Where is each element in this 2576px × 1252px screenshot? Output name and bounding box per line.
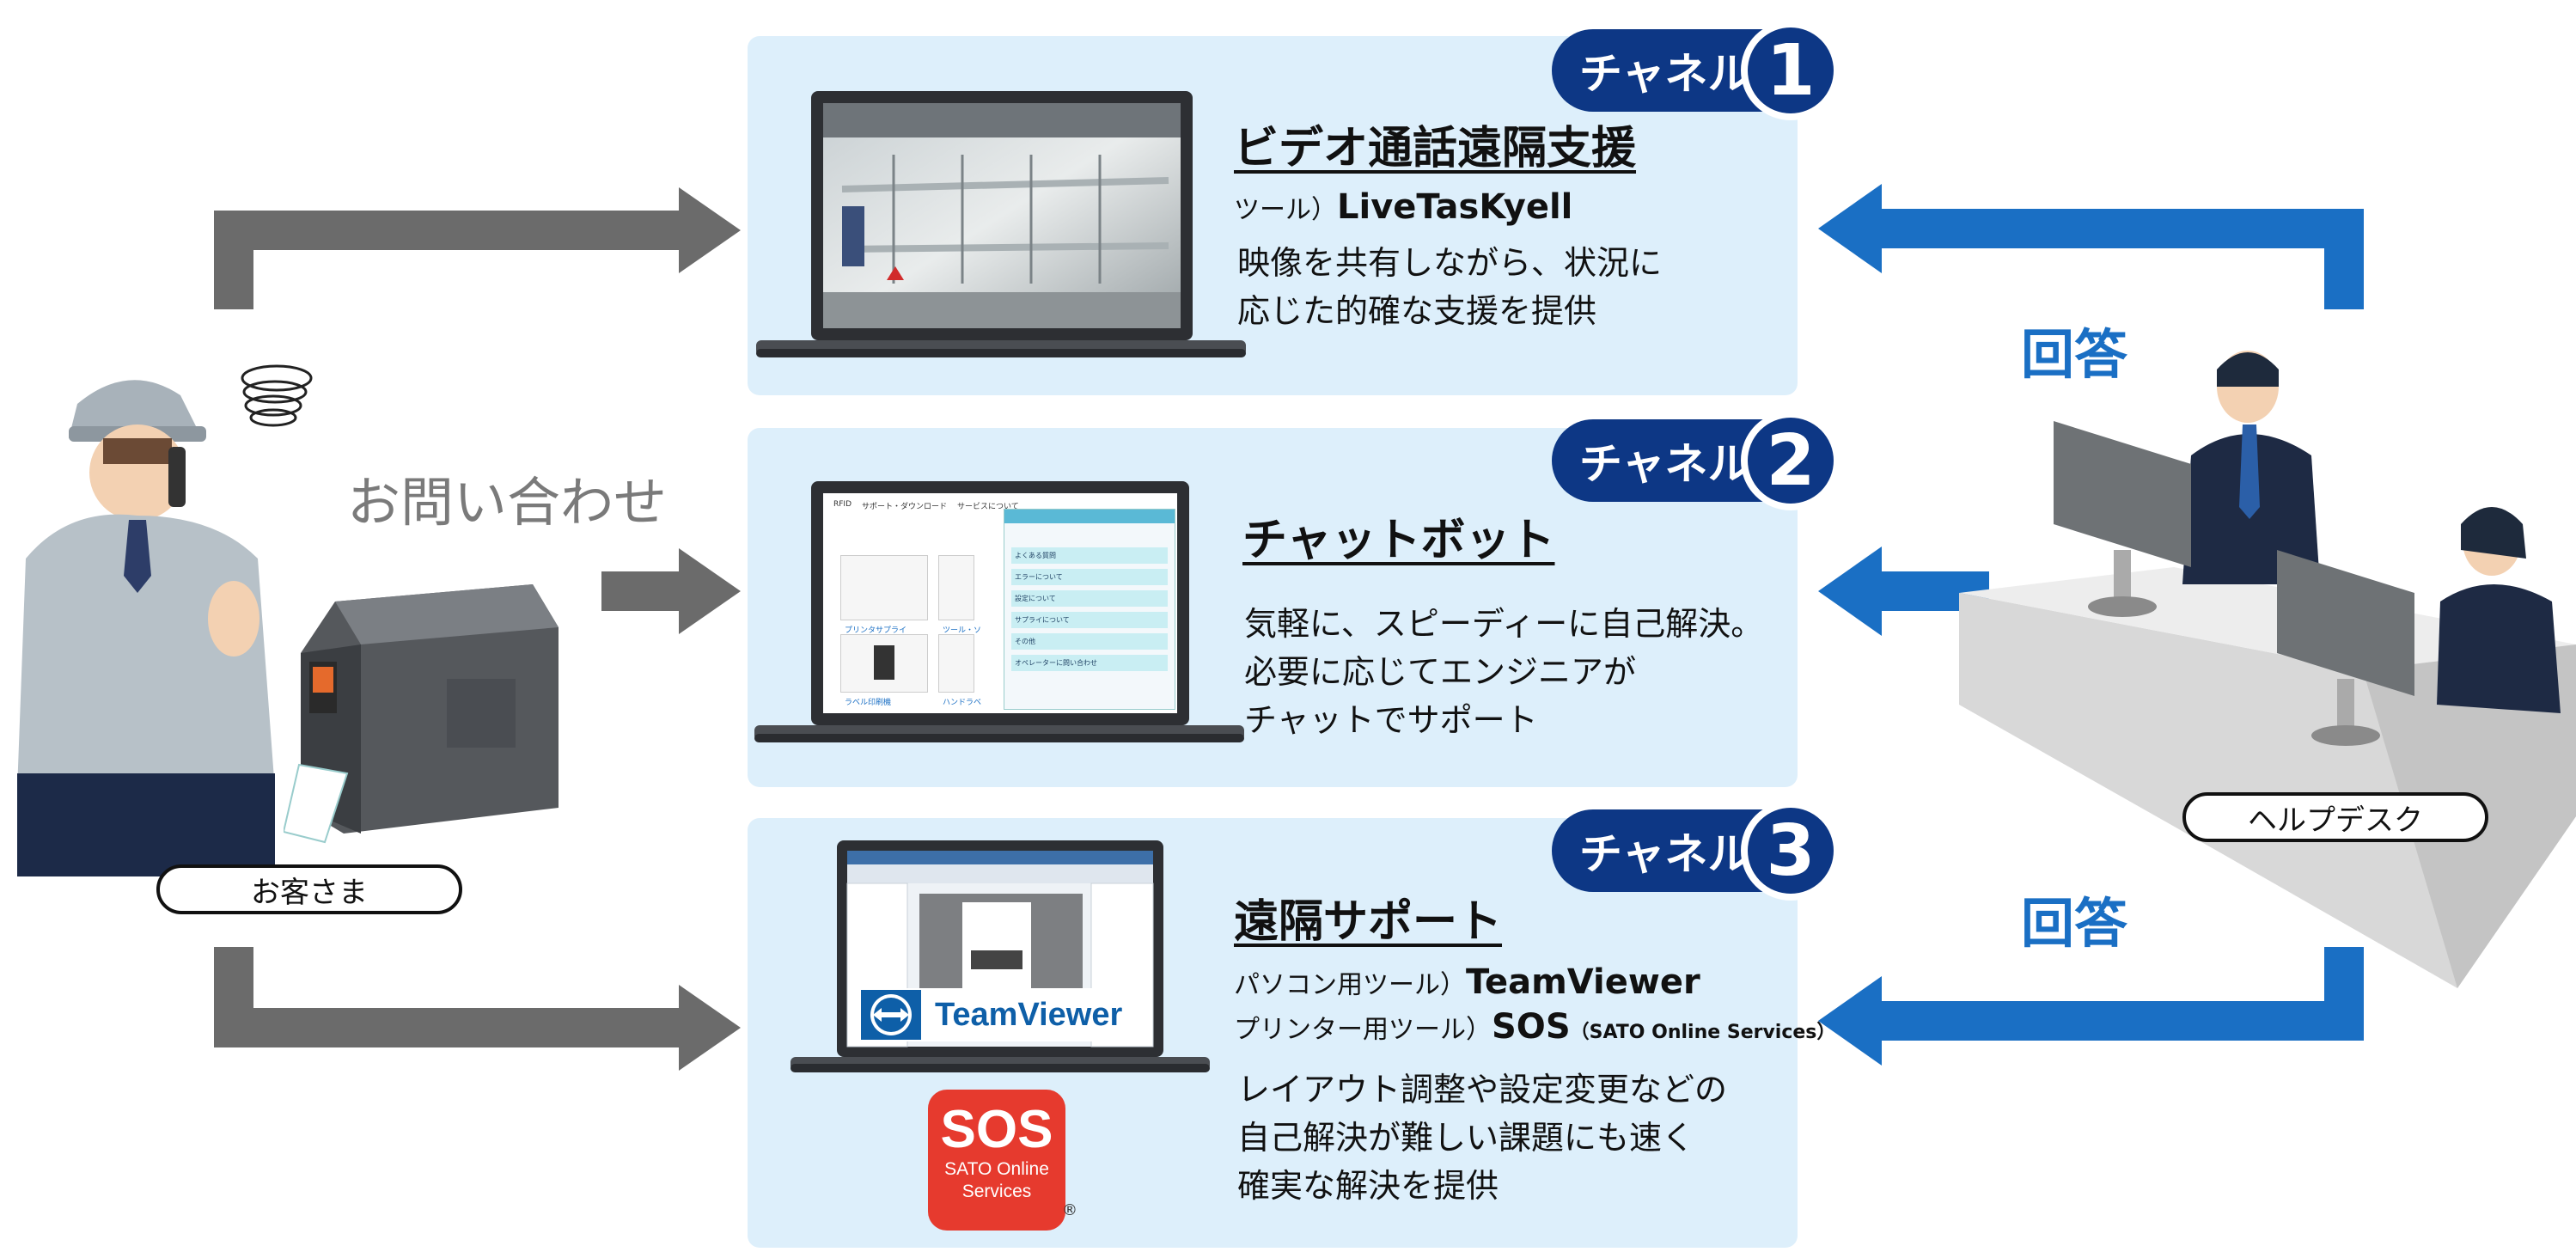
printer-thumb [874, 645, 894, 680]
card-label: プリンタサプライ [845, 626, 907, 635]
channel-3-tool-2: プリンター用ツール）SOS（SATO Online Services） [1234, 1007, 1835, 1047]
channel-badge-2: チャネル 2 [1552, 411, 1840, 510]
customer-illustration [17, 364, 313, 876]
product-card: ハンドラベ [938, 634, 981, 707]
card-label: ツール・ソ [943, 626, 982, 635]
chatbot-header [1004, 510, 1175, 523]
blue-arrowhead-1 [1818, 184, 1882, 273]
product-card: ツール・ソ [938, 555, 981, 635]
customer-label: お客さま [156, 864, 462, 914]
tool-prefix: プリンター用ツール） [1234, 1015, 1492, 1045]
description-line: 映像を共有しながら、状況に [1237, 244, 1663, 282]
channel-badge-label: チャネル [1579, 439, 1751, 489]
channel-badge-number: 2 [1741, 411, 1840, 510]
chatbot-bubbles: よくある質問 エラーについて 設定について サプライについて その他 オペレータ… [1004, 523, 1175, 671]
description-line: レイアウト調整や設定変更などの [1237, 1071, 1728, 1108]
nav-item: サービスについて [957, 503, 1019, 511]
gray-arrow-to-channel-3 [214, 947, 679, 1047]
gray-arrow-to-channel-1 [214, 211, 679, 309]
tool-name: TeamViewer [1466, 962, 1700, 1002]
sos-logo: SOS SATO Online Services [928, 1090, 1065, 1231]
gray-arrowhead-2 [679, 548, 741, 634]
helpdesk-label-text: ヘルプデスク [2248, 803, 2423, 838]
nav-item: RFID [833, 500, 852, 509]
tool-prefix: ツール） [1234, 195, 1337, 225]
blue-arrowhead-3 [1818, 976, 1882, 1066]
laptop-chatbot-illustration: RFID サポート・ダウンロード サービスについて プリンタサプライ ツール・ソ… [754, 478, 1244, 744]
tool-name: SOS [1492, 1007, 1571, 1047]
answer-label-top: 回答 [2021, 323, 2128, 386]
channel-3-description: レイアウト調整や設定変更などの 自己解決が難しい課題にも速く 確実な解決を提供 [1237, 1066, 1727, 1210]
description-line: 気軽に、スピーディーに自己解決。 [1244, 605, 1764, 643]
channel-2-title: チャットボット [1242, 515, 1555, 566]
helpdesk-label: ヘルプデスク [2182, 792, 2488, 842]
description-line: 確実な解決を提供 [1237, 1167, 1499, 1205]
registered-mark: ® [1062, 1201, 1077, 1219]
gray-arrowhead-1 [679, 187, 741, 273]
description-line: 自己解決が難しい課題にも速く [1237, 1119, 1695, 1157]
sos-logo-big: SOS [940, 1100, 1053, 1159]
laptop-remote-illustration: TeamViewer [791, 839, 1210, 1076]
description-line: チャットでサポート [1244, 701, 1538, 739]
sos-logo-line2: Services [961, 1182, 1032, 1201]
answer-label-bottom: 回答 [2021, 892, 2128, 955]
card-label: ラベル印刷機 [845, 699, 892, 707]
gray-arrowhead-3 [679, 985, 741, 1071]
blue-arrow-from-helpdesk-1 [1880, 209, 2364, 309]
channel-badge-number: 1 [1741, 21, 1840, 120]
chat-bubble: エラーについて [1011, 569, 1168, 585]
chat-bubble: サプライについて [1011, 612, 1168, 628]
product-card: プリンタサプライ [840, 555, 928, 635]
chatbot-window: よくある質問 エラーについて 設定について サプライについて その他 オペレータ… [1004, 509, 1175, 710]
printer-illustration [284, 584, 559, 844]
channel-2-description: 気軽に、スピーディーに自己解決。 必要に応じてエンジニアが チャットでサポート [1244, 600, 1763, 744]
product-card: ラベル印刷機 [840, 634, 928, 707]
channel-badge-3: チャネル 3 [1552, 801, 1840, 901]
description-line: 応じた的確な支援を提供 [1237, 292, 1597, 330]
customer-label-text: お客さま [251, 875, 368, 910]
tool-suffix: （SATO Online Services） [1570, 1022, 1836, 1043]
channel-badge-1: チャネル 1 [1552, 21, 1840, 120]
teamviewer-logo: TeamViewer [856, 988, 1145, 1041]
helpdesk-illustration [1959, 351, 2576, 988]
sos-logo-line1: SATO Online [944, 1159, 1049, 1179]
chat-bubble: よくある質問 [1011, 547, 1168, 564]
chat-bubble: 設定について [1011, 590, 1168, 607]
card-label: ハンドラベ [943, 699, 982, 707]
channel-1-description: 映像を共有しながら、状況に 応じた的確な支援を提供 [1237, 239, 1662, 335]
laptop-video-illustration [756, 91, 1246, 357]
blue-arrow-from-helpdesk-3 [1880, 947, 2364, 1041]
tool-prefix: パソコン用ツール） [1234, 970, 1466, 1000]
blue-arrowhead-2 [1818, 547, 1882, 636]
nav-item: サポート・ダウンロード [862, 503, 948, 511]
tool-name: LiveTasKyell [1337, 187, 1573, 227]
description-line: 必要に応じてエンジニアが [1244, 653, 1637, 691]
teamviewer-wordmark: TeamViewer [935, 996, 1123, 1033]
channel-badge-label: チャネル [1579, 49, 1751, 99]
channel-3-tool-1: パソコン用ツール）TeamViewer [1234, 962, 1700, 1002]
chat-bubble: その他 [1011, 633, 1168, 650]
chat-bubble: オペレーターに問い合わせ [1011, 655, 1168, 671]
channel-1-title: ビデオ通話遠隔支援 [1234, 123, 1637, 174]
chat-site-nav: RFID サポート・ダウンロード サービスについて [833, 500, 1019, 511]
channel-badge-label: チャネル [1579, 829, 1751, 879]
channel-badge-number: 3 [1741, 801, 1840, 901]
teamviewer-icon [861, 990, 921, 1040]
inquiry-label: お問い合わせ [347, 471, 668, 534]
channel-1-tool: ツール）LiveTasKyell [1234, 187, 1572, 227]
channel-3-title: 遠隔サポート [1234, 896, 1503, 948]
